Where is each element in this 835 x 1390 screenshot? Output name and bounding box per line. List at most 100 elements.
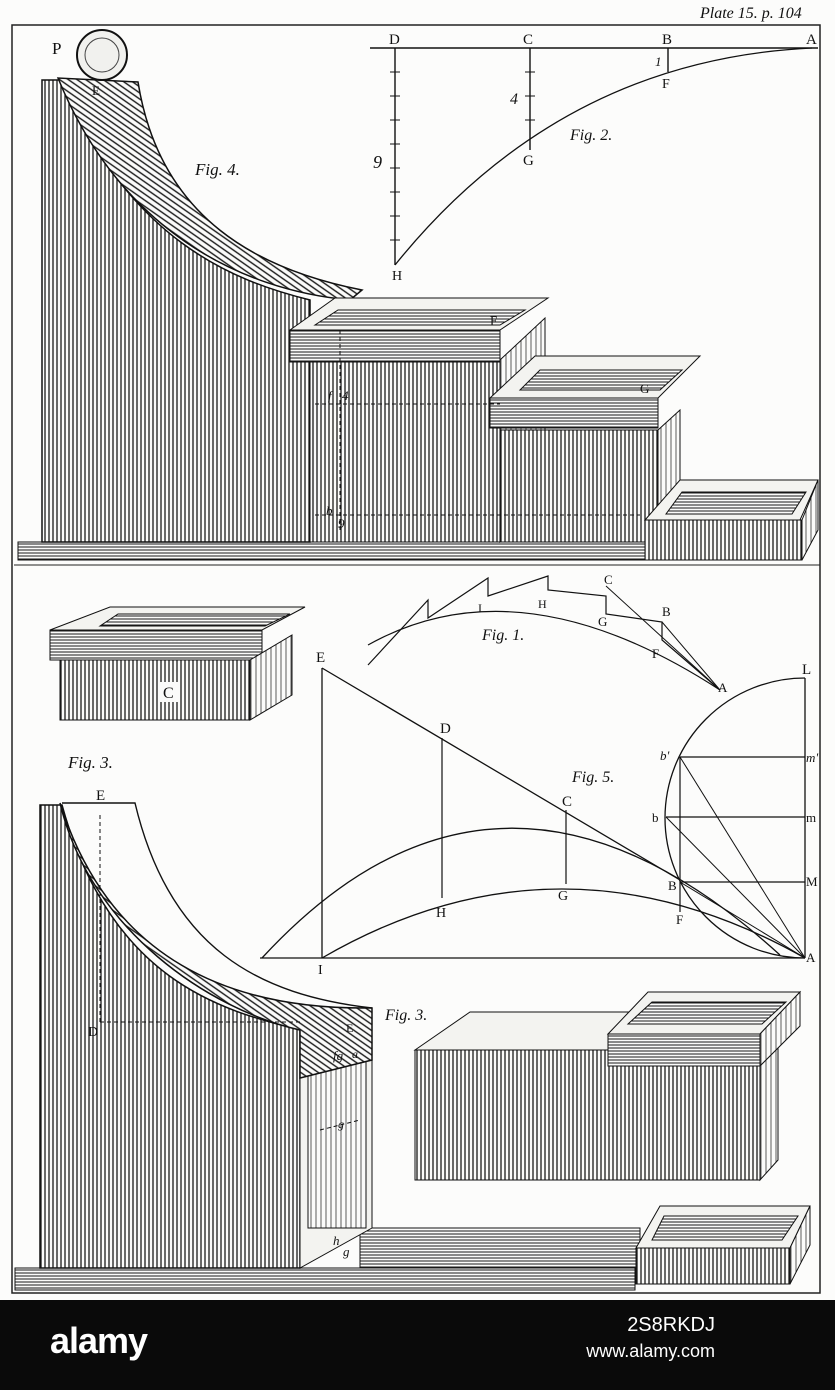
fig1-curve (367, 610, 721, 691)
fig4-middle-box-front (289, 329, 501, 363)
fig3-curved-channel (59, 802, 373, 1079)
fig3-label-g-mid: g (338, 1117, 344, 1131)
fig3-bottom-apparatus: E D E fg a g h g Fig. 3. (14, 788, 811, 1291)
fig3-top-box: C Fig. 3. (49, 606, 306, 772)
fig5-label-b-upper: B (668, 878, 677, 893)
fig1-label-b: B (662, 604, 671, 619)
fig3-tall-block (39, 804, 301, 1269)
fig4-middle-pedestal (309, 359, 501, 543)
fig5-chord-b-prime-a (679, 756, 806, 959)
fig4-label-p: P (52, 39, 61, 58)
fig5-label-m-prime: m' (806, 750, 818, 765)
fig4-label-f: F (490, 313, 497, 328)
fig2-label-b: B (662, 32, 672, 48)
fig3-floor-channel (359, 1227, 641, 1269)
fig3-low-tray-cavity (651, 1215, 799, 1241)
fig4-right-box-cavity (518, 369, 684, 391)
fig1-label-i: I (478, 601, 482, 615)
fig5-label-i: I (318, 963, 323, 978)
fig1-label-a: A (718, 680, 728, 695)
fig4-label-g: G (640, 381, 649, 396)
fig2-label-g: G (523, 153, 534, 169)
fig4-label-4: 4 (342, 388, 349, 403)
plate-header: Plate 15. p. 104 (699, 5, 802, 22)
fig5-label-h: H (436, 906, 446, 921)
fig2-label-a: A (806, 32, 817, 48)
fig2-label-4: 4 (510, 91, 518, 108)
fig2-label-h: H (392, 269, 402, 284)
engraved-plate: Plate 15. p. 104 P E F G (11, 5, 821, 1294)
fig4-low-box-side (801, 479, 819, 561)
plate-illustration: Plate 15. p. 104 P E F G (11, 5, 821, 1294)
fig5-label-f: F (676, 912, 683, 927)
fig5-upper-parabola (261, 827, 781, 959)
fig3-base-plank (14, 1267, 636, 1291)
fig2-label-d: D (389, 32, 400, 48)
fig2-label-9: 9 (373, 152, 382, 172)
fig3-bottom-caption: Fig. 3. (384, 1007, 427, 1024)
fig4-right-box-front (489, 397, 659, 429)
fig4-ball (76, 29, 128, 81)
fig1-label-h: H (538, 597, 547, 611)
fig5-diagram: E D C H G I B F A L m' m M b' b Fig. 5. (260, 650, 818, 978)
fig4-middle-box-cavity (313, 309, 527, 326)
fig5-lower-parabola (321, 888, 806, 959)
fig1-step-segments (367, 575, 721, 691)
fig2-diagram: D C B A 1 F 4 G 9 H Fig. 2. (370, 32, 818, 284)
fig3-tray-front (607, 1033, 761, 1067)
fig5-label-b-lower: b (652, 810, 659, 825)
fig5-caption: Fig. 5. (571, 769, 614, 786)
fig1-label-f: F (652, 646, 659, 661)
fig4-right-pedestal (499, 429, 659, 543)
fig5-label-g: G (558, 889, 568, 904)
fig3-label-fg: fg (333, 1048, 344, 1063)
fig5-line-eb (321, 667, 681, 881)
fig2-label-1: 1 (655, 54, 662, 69)
stock-footer: alamy 2S8RKDJ www.alamy.com (0, 1300, 835, 1390)
fig3-label-a: a (352, 1047, 358, 1061)
fig5-label-d: D (440, 721, 451, 737)
fig5-label-c: C (562, 794, 572, 810)
fig3-label-e-small: E (346, 1021, 353, 1035)
fig3-tray-side (759, 990, 801, 1068)
fig3-box-c-label-bg (160, 682, 180, 702)
fig4-label-b: b (326, 503, 333, 518)
fig3-big-box-front (414, 1049, 761, 1181)
fig3-tray-cavity (626, 1001, 788, 1025)
fig5-label-a: A (806, 950, 816, 965)
fig4-label-9: 9 (338, 516, 345, 531)
fig4-apparatus: P E F G f 4 b 9 Fig. 4. (17, 29, 819, 561)
fig4-ball-shading (84, 37, 120, 73)
fig1-caption: Fig. 1. (481, 627, 524, 644)
fig4-low-box-front (644, 519, 803, 561)
fig2-label-f: F (662, 77, 670, 92)
fig3-label-g-low: g (343, 1244, 350, 1259)
fig2-fall-curve (394, 47, 813, 266)
fig5-chord-b-a (665, 816, 806, 959)
fig4-label-e: E (92, 83, 100, 98)
image-id-block: 2S8RKDJ www.alamy.com (586, 1314, 715, 1362)
fig3-box-c-front (49, 629, 263, 661)
fig1-label-c: C (604, 572, 613, 587)
fig4-tall-block (41, 79, 311, 543)
fig3-label-h: h (333, 1233, 340, 1248)
fig3-box-c-cavity (98, 613, 291, 627)
stock-url: www.alamy.com (586, 1341, 715, 1361)
fig4-low-box-cavity (665, 491, 807, 515)
fig2-caption: Fig. 2. (569, 127, 612, 144)
fig5-label-b-prime: b' (660, 748, 670, 763)
fig2-label-c: C (523, 32, 533, 48)
fig1-line-ba (661, 621, 721, 691)
fig3-tall-block-side-shade (307, 1059, 367, 1229)
fig5-label-m: m (806, 810, 816, 825)
fig1-label-g: G (598, 614, 607, 629)
fig3-label-c: C (163, 685, 174, 702)
fig3-box-c-side (249, 634, 293, 721)
fig5-chord-bA (679, 881, 806, 959)
fig4-caption: Fig. 4. (194, 160, 240, 179)
fig4-label-f-small: f (328, 388, 334, 403)
plate-frame (11, 24, 821, 1294)
fig3-top-caption: Fig. 3. (67, 753, 113, 772)
fig3-label-e: E (96, 788, 105, 804)
fig5-semicircle (664, 677, 806, 959)
